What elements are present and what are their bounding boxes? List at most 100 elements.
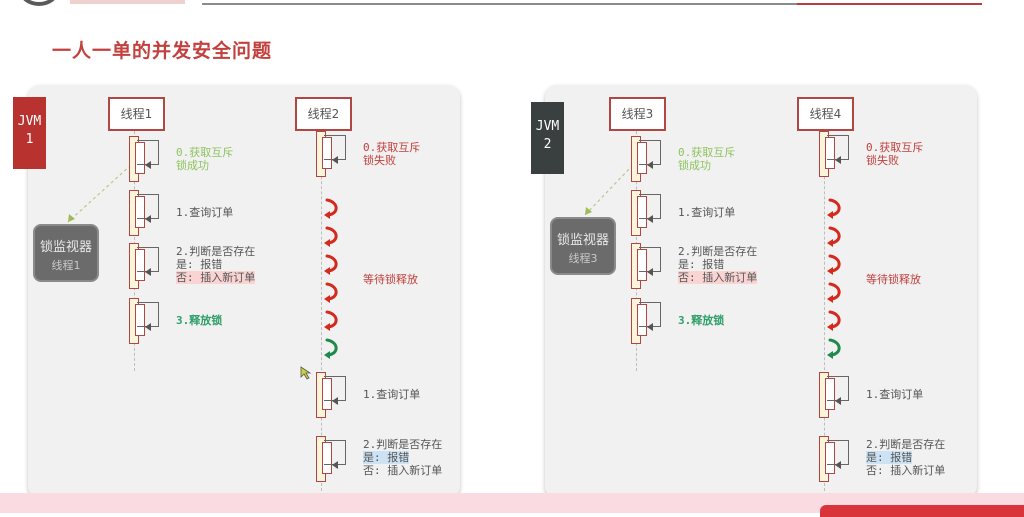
- step-line: 3.释放锁: [176, 314, 223, 327]
- step-line: 锁成功: [678, 159, 711, 172]
- lock-monitor-owner: 线程1: [51, 259, 81, 272]
- jvm-panel-1: [28, 85, 460, 498]
- activation-inner-bar: [135, 142, 145, 174]
- step-0-activation: [819, 131, 859, 177]
- step-line: 2.判断是否存在: [176, 245, 256, 258]
- step-0-activation: [129, 136, 169, 182]
- arrowhead-icon: [332, 156, 338, 165]
- lock-monitor: 锁监视器线程1: [33, 224, 99, 282]
- arrowhead-icon: [332, 397, 338, 406]
- step-line: 锁成功: [176, 159, 209, 172]
- step-label: 2.判断是否存在是: 报错否: 插入新订单: [363, 438, 442, 477]
- step-line: 2.判断是否存在: [866, 438, 946, 451]
- step-2-activation: [631, 243, 671, 289]
- step-label: 0.获取互斥锁成功: [176, 146, 233, 172]
- activation-inner-bar: [825, 378, 835, 410]
- step-3-activation: [631, 298, 671, 344]
- page-title: 一人一单的并发安全问题: [52, 40, 273, 62]
- thread-lifeline: [824, 131, 825, 496]
- retry-arrow-icon: [827, 198, 841, 219]
- activation-inner-bar: [135, 249, 145, 281]
- step-line: 否: 插入新订单: [678, 271, 758, 284]
- step-label: 0.获取互斥锁失败: [866, 141, 923, 167]
- acquire-arrow-icon: [827, 338, 841, 359]
- activation-inner-bar: [135, 196, 145, 228]
- step-label: 3.释放锁: [678, 314, 724, 327]
- footer-banner: [820, 505, 1024, 517]
- step-0-activation: [631, 136, 671, 182]
- activation-inner-bar: [825, 442, 835, 474]
- step-2-activation: [819, 436, 859, 482]
- step-label: 3.释放锁: [176, 314, 222, 327]
- step-label: 0.获取互斥锁失败: [363, 141, 420, 167]
- activation-inner-bar: [637, 142, 647, 174]
- step-label: 2.判断是否存在是: 报错否: 插入新订单: [866, 438, 945, 477]
- step-line: 0.获取互斥: [866, 141, 924, 154]
- step-line: 1.查询订单: [678, 206, 736, 219]
- step-2-activation: [316, 436, 356, 482]
- retry-arrow-icon: [324, 198, 338, 219]
- step-label: 1.查询订单: [866, 388, 923, 401]
- arrowhead-icon: [145, 323, 151, 332]
- lock-monitor: 锁监视器线程3: [550, 217, 616, 275]
- jvm-panel-2: [545, 85, 977, 498]
- retry-arrow-icon: [827, 310, 841, 331]
- activation-inner-bar: [135, 304, 145, 336]
- arrowhead-icon: [145, 268, 151, 277]
- step-line: 1.查询订单: [363, 388, 421, 401]
- step-line: 是: 报错: [866, 451, 913, 464]
- step-3-activation: [129, 298, 169, 344]
- step-line: 1.查询订单: [176, 206, 234, 219]
- footer-band: [0, 493, 1024, 513]
- arrowhead-icon: [647, 268, 653, 277]
- retry-arrow-icon: [324, 226, 338, 247]
- arrowhead-icon: [835, 156, 841, 165]
- arrowhead-icon: [332, 461, 338, 470]
- step-line: 2.判断是否存在: [678, 245, 758, 258]
- activation-inner-bar: [322, 442, 332, 474]
- step-1-activation: [631, 190, 671, 236]
- thread-lifeline: [321, 131, 322, 496]
- step-line: 是: 报错: [678, 258, 725, 271]
- step-line: 否: 插入新订单: [866, 464, 946, 477]
- step-label: 1.查询订单: [176, 206, 233, 219]
- step-line: 锁失败: [363, 154, 396, 167]
- step-line: 0.获取互斥: [176, 146, 234, 159]
- step-label: 0.获取互斥锁成功: [678, 146, 735, 172]
- retry-arrow-icon: [324, 310, 338, 331]
- step-line: 0.获取互斥: [678, 146, 736, 159]
- step-line: 2.判断是否存在: [363, 438, 443, 451]
- arrowhead-icon: [647, 323, 653, 332]
- arrowhead-icon: [835, 397, 841, 406]
- arrowhead-icon: [145, 161, 151, 170]
- activation-inner-bar: [322, 378, 332, 410]
- jvm-label: JVM 1: [13, 97, 46, 169]
- step-line: 1.查询订单: [866, 388, 924, 401]
- wait-label: 等待锁释放: [363, 273, 418, 286]
- step-0-activation: [316, 131, 356, 177]
- activation-inner-bar: [637, 196, 647, 228]
- step-label: 1.查询订单: [363, 388, 420, 401]
- thread-header: 线程4: [797, 97, 854, 131]
- step-label: 2.判断是否存在是: 报错否: 插入新订单: [176, 245, 256, 284]
- acquire-arrow-icon: [324, 338, 338, 359]
- activation-inner-bar: [825, 137, 835, 169]
- step-line: 3.释放锁: [678, 314, 725, 327]
- retry-arrow-icon: [324, 282, 338, 303]
- step-1-activation: [316, 372, 356, 418]
- step-line: 0.获取互斥: [363, 141, 421, 154]
- thread-header: 线程3: [609, 97, 666, 131]
- arrowhead-icon: [835, 461, 841, 470]
- header-rule-accent: [797, 3, 982, 5]
- step-label: 1.查询订单: [678, 206, 735, 219]
- step-label: 2.判断是否存在是: 报错否: 插入新订单: [678, 245, 758, 284]
- lock-monitor-title: 锁监视器: [39, 240, 92, 255]
- lock-monitor-title: 锁监视器: [556, 233, 609, 248]
- mouse-cursor-icon: [300, 366, 312, 380]
- jvm-label: JVM 2: [531, 102, 564, 174]
- step-1-activation: [129, 190, 169, 236]
- wait-label: 等待锁释放: [866, 273, 921, 286]
- logo-url: [70, 0, 185, 4]
- header-rule: [202, 3, 797, 5]
- thread-header: 线程2: [295, 97, 352, 131]
